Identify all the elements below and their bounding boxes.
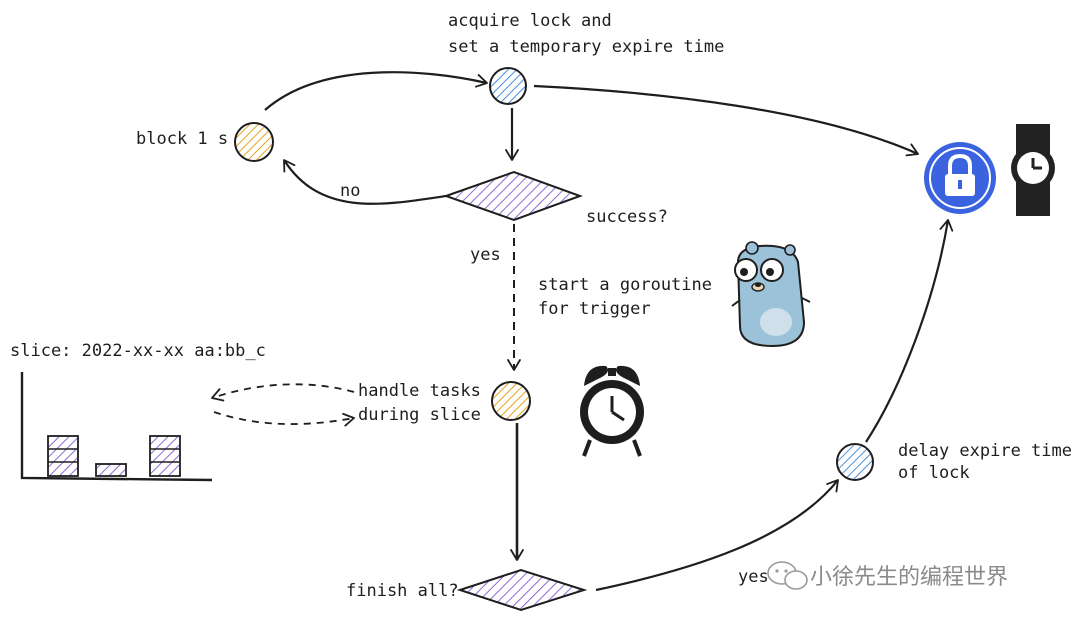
decision-finish-all <box>456 568 588 612</box>
label-acquire-line2: set a temporary expire time <box>448 37 724 57</box>
decision-success <box>442 170 583 222</box>
padlock-icon <box>924 142 996 214</box>
arrow-no-to-block <box>283 159 447 205</box>
label-block: block 1 s <box>136 129 228 149</box>
label-yes-top: yes <box>470 245 501 265</box>
label-acquire-line1: acquire lock and <box>448 11 612 31</box>
label-delay-line1: delay expire time <box>898 441 1072 461</box>
label-handle-line1: handle tasks <box>358 381 481 401</box>
label-success: success? <box>586 207 668 227</box>
wristwatch-icon <box>1011 124 1055 216</box>
node-block-1s <box>234 122 274 162</box>
label-yes-bottom: yes <box>738 567 769 587</box>
label-finish: finish all? <box>346 581 459 601</box>
label-start-line2: for trigger <box>538 299 651 319</box>
slice-chart-icon <box>20 372 213 482</box>
label-slice: slice: 2022-xx-xx aa:bb_c <box>10 341 266 361</box>
wechat-icon <box>767 561 808 590</box>
alarm-clock-icon <box>580 365 644 457</box>
arrow-delay-to-lock <box>865 219 954 443</box>
arrow-handle-to-slice-dashed <box>211 383 355 402</box>
label-no: no <box>340 181 360 201</box>
label-delay-line2: of lock <box>898 463 970 483</box>
arrow-slice-to-handle-dashed <box>213 411 355 427</box>
label-handle-line2: during slice <box>358 405 481 425</box>
arrow-block-to-acquire <box>264 71 488 111</box>
node-handle-tasks <box>491 381 531 421</box>
label-start-line1: start a goroutine <box>538 275 712 295</box>
arrow-acquire-to-lock <box>533 84 919 157</box>
gopher-mascot <box>731 241 811 348</box>
node-acquire-lock <box>489 67 527 105</box>
watermark-text: 小徐先生的编程世界 <box>810 565 1008 590</box>
arrow-finish-to-delay <box>595 479 839 592</box>
node-delay-expire <box>836 443 874 481</box>
